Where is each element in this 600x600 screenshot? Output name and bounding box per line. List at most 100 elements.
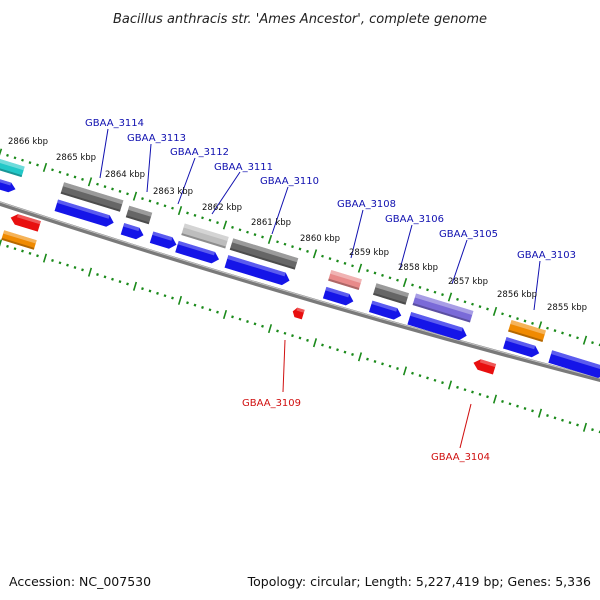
minor-tick	[546, 414, 549, 418]
forward-gene-arrow-shine	[0, 178, 12, 186]
minor-tick	[201, 216, 204, 220]
gene-feature-box-shadow	[181, 233, 226, 249]
forward-gene-arrow	[503, 336, 540, 358]
forward-gene-arrow	[54, 199, 114, 227]
kbp-label: 2856 kbp	[497, 290, 537, 300]
kbp-label: 2860 kbp	[300, 234, 340, 244]
callout-line	[177, 157, 196, 205]
forward-gene-arrow-body	[548, 350, 600, 378]
minor-tick	[418, 374, 422, 378]
major-tick	[447, 292, 453, 302]
minor-tick	[163, 204, 167, 208]
minor-tick	[6, 153, 9, 157]
gene-label[interactable]: GBAA_3103	[517, 250, 576, 261]
minor-tick	[306, 249, 309, 253]
callout-line	[399, 224, 413, 270]
minor-tick	[216, 310, 219, 314]
major-tick	[177, 295, 183, 305]
minor-tick	[186, 301, 189, 305]
gene-feature-box	[60, 182, 124, 212]
major-tick	[42, 162, 48, 172]
minor-tick	[276, 329, 279, 333]
forward-gene-arrow-shine	[177, 240, 216, 256]
minor-tick	[351, 264, 354, 268]
gene-feature-box	[181, 223, 229, 249]
minor-tick	[141, 197, 144, 201]
kbp-label: 2861 kbp	[251, 218, 291, 228]
callout-line	[282, 339, 286, 393]
reverse-gene-arrow-body	[10, 214, 41, 232]
minor-tick	[156, 201, 159, 205]
reverse-gene-arrow-body	[292, 307, 305, 320]
major-tick	[447, 380, 453, 390]
gene-feature-box-shine	[375, 283, 410, 298]
minor-tick	[351, 352, 354, 356]
cyan-feature-shine	[0, 154, 25, 171]
gene-label[interactable]: GBAA_3110	[260, 176, 319, 187]
minor-tick	[28, 161, 32, 165]
gene-label[interactable]: GBAA_3113	[127, 133, 186, 144]
minor-tick	[186, 211, 189, 215]
minor-tick	[13, 247, 17, 251]
major-tick	[357, 263, 363, 273]
minor-tick	[291, 334, 294, 338]
gene-label[interactable]: GBAA_3114	[85, 118, 144, 129]
minor-tick	[553, 329, 557, 333]
minor-tick	[66, 173, 69, 177]
gene-label[interactable]: GBAA_3108	[337, 199, 396, 210]
accession-label: Accession: NC_007530	[9, 574, 151, 589]
major-tick	[42, 253, 48, 263]
minor-tick	[396, 278, 399, 282]
gene-label[interactable]: GBAA_3106	[385, 214, 444, 225]
gene-label[interactable]: GBAA_3112	[170, 147, 229, 158]
gene-label[interactable]: GBAA_3104	[431, 452, 490, 463]
minor-tick	[81, 177, 84, 181]
kbp-label: 2857 kbp	[448, 277, 488, 287]
minor-tick	[546, 326, 549, 330]
gene-feature-box-shadow	[412, 303, 471, 323]
minor-tick	[486, 307, 489, 311]
minor-tick	[508, 314, 512, 318]
major-tick	[402, 366, 408, 376]
gene-feature-box-body	[181, 223, 229, 249]
minor-tick	[523, 407, 527, 410]
backbone-highlight	[0, 201, 600, 379]
gene-label[interactable]: GBAA_3105	[439, 229, 498, 240]
gene-label[interactable]: GBAA_3109	[242, 398, 301, 409]
forward-gene-arrow-body	[0, 178, 16, 193]
gene-feature-box-shadow	[60, 191, 121, 212]
minor-tick	[321, 254, 324, 258]
minor-tick	[118, 280, 122, 284]
gene-label[interactable]: GBAA_3111	[214, 162, 273, 173]
minor-tick	[126, 192, 129, 196]
minor-tick	[373, 271, 377, 275]
minor-tick	[508, 402, 512, 406]
orange-feature	[1, 230, 37, 250]
gene-feature-box	[508, 319, 546, 343]
major-tick	[492, 306, 498, 316]
minor-tick	[231, 225, 234, 229]
minor-tick	[441, 293, 444, 297]
minor-tick	[261, 235, 264, 239]
major-tick	[582, 422, 588, 432]
reverse-gene-arrow-body	[473, 359, 497, 375]
minor-tick	[381, 273, 384, 277]
minor-tick	[328, 257, 332, 261]
minor-tick	[111, 277, 114, 281]
minor-tick	[291, 245, 294, 249]
minor-tick	[111, 187, 114, 191]
minor-tick	[141, 287, 144, 291]
forward-gene-arrow	[368, 300, 402, 320]
gene-feature-box-body	[328, 270, 362, 290]
forward-gene-arrow	[175, 240, 220, 264]
kbp-label: 2859 kbp	[349, 248, 389, 258]
major-tick	[357, 352, 363, 362]
gene-feature-box	[125, 205, 153, 225]
minor-tick	[21, 249, 24, 253]
minor-tick	[576, 423, 579, 427]
callout-line	[146, 143, 152, 193]
major-tick	[87, 267, 93, 277]
reverse-gene-arrow	[292, 307, 305, 320]
minor-tick	[591, 428, 594, 432]
minor-tick	[201, 305, 204, 309]
